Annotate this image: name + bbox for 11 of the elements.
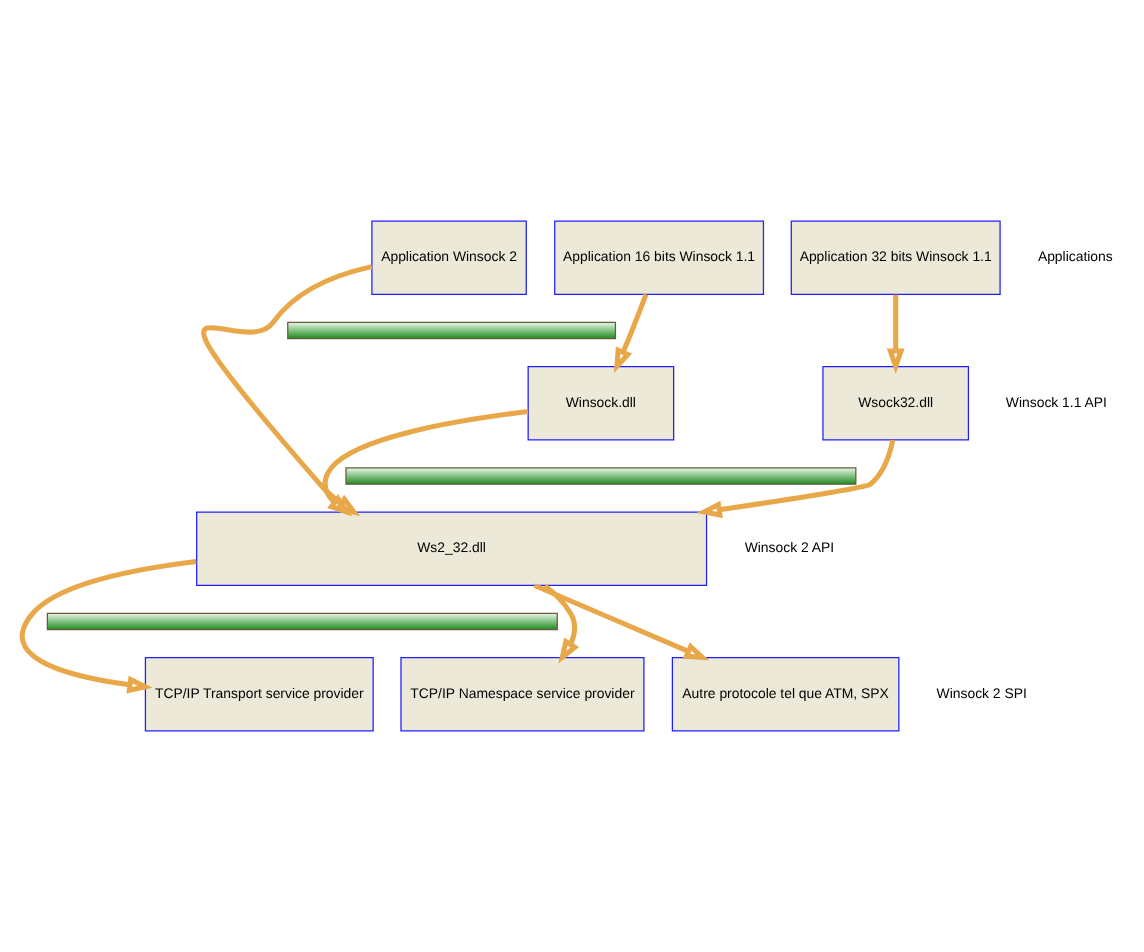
arrow xyxy=(613,293,649,374)
node-bar xyxy=(345,467,857,485)
arrow xyxy=(533,583,710,661)
arrow xyxy=(20,558,197,694)
arrow xyxy=(543,583,580,664)
node-bar xyxy=(46,612,558,631)
arrow xyxy=(201,264,373,517)
node-bar xyxy=(287,321,617,340)
arrow xyxy=(696,439,896,519)
arrow xyxy=(322,409,529,517)
arrow xyxy=(886,294,905,374)
